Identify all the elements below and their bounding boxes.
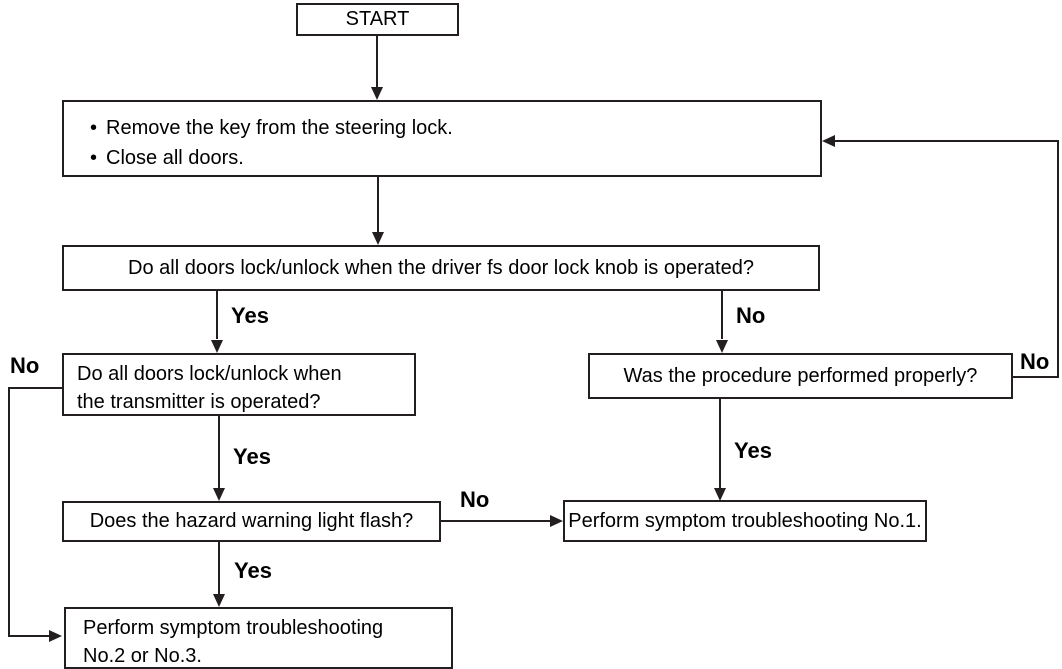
edge-knob-yes-line [216,291,218,339]
edge-procedure-no-line [1057,140,1059,378]
edge-label-procedure-yes: Yes [734,438,772,463]
start-node-label: START [345,8,410,30]
question-door-knob-node: Do all doors lock/unlock when the driver… [62,245,820,291]
question-transmitter-line2: the transmitter is operated? [77,391,321,413]
prep-bullet-text: Remove the key from the steering lock. [106,117,453,139]
edge-label-hazard-no: No [460,487,490,512]
question-door-knob-label: Do all doors lock/unlock when the driver… [128,256,754,279]
arrow-right-icon [49,630,62,642]
question-procedure-label: Was the procedure performed properly? [623,364,978,387]
question-transmitter-line1: Do all doors lock/unlock when [77,363,342,385]
prep-bullet-line: • Close all doors. [90,143,820,173]
edge-procedure-no-line [834,140,1059,142]
question-procedure-node: Was the procedure performed properly? [588,353,1013,399]
prep-bullet-line: • Remove the key from the steering lock. [90,113,820,143]
edge-label-procedure-no: No [1020,349,1050,374]
edge-prep-to-knob-line [377,177,379,232]
edge-label-hazard-yes: Yes [234,558,272,583]
edge-start-to-prep-line [376,36,378,88]
arrow-left-icon [822,135,835,147]
bullet-icon: • [90,117,98,139]
arrow-down-icon [213,594,225,607]
prep-node: •Remove the key from the steering lock. … [62,100,822,177]
edge-label-transmitter-yes: Yes [233,444,271,469]
edge-label-knob-yes: Yes [231,303,269,328]
edge-transmitter-no-line [8,387,62,389]
edge-label-transmitter-no: No [10,353,40,378]
arrow-down-icon [716,340,728,353]
result-no23-line2: No.2 or No.3. [83,645,202,667]
result-no1-label: Perform symptom troubleshooting No.1. [568,509,922,532]
question-transmitter-node: Do all doors lock/unlock when the transm… [62,353,416,416]
arrow-down-icon [213,488,225,501]
arrow-right-icon [550,515,563,527]
question-hazard-node: Does the hazard warning light flash? [62,501,441,542]
start-node: START [296,3,459,36]
edge-transmitter-no-line [8,635,50,637]
arrow-down-icon [371,87,383,100]
edge-transmitter-no-line [8,387,10,637]
edge-knob-no-line [721,291,723,339]
question-hazard-label: Does the hazard warning light flash? [89,510,414,532]
edge-procedure-yes-line [719,399,721,488]
edge-transmitter-yes-line [218,416,220,488]
arrow-down-icon [372,232,384,245]
result-no1-node: Perform symptom troubleshooting No.1. [563,500,927,542]
edge-procedure-no-line [1013,376,1059,378]
edge-hazard-no-line [441,520,551,522]
bullet-icon: • [90,147,98,169]
edge-label-knob-no: No [736,303,766,328]
prep-bullet-text: Close all doors. [106,147,244,169]
result-no23-line1: Perform symptom troubleshooting [83,617,384,639]
arrow-down-icon [714,488,726,501]
arrow-down-icon [211,340,223,353]
edge-hazard-yes-line [218,542,220,594]
result-no23-node: Perform symptom troubleshooting No.2 or … [64,607,453,669]
